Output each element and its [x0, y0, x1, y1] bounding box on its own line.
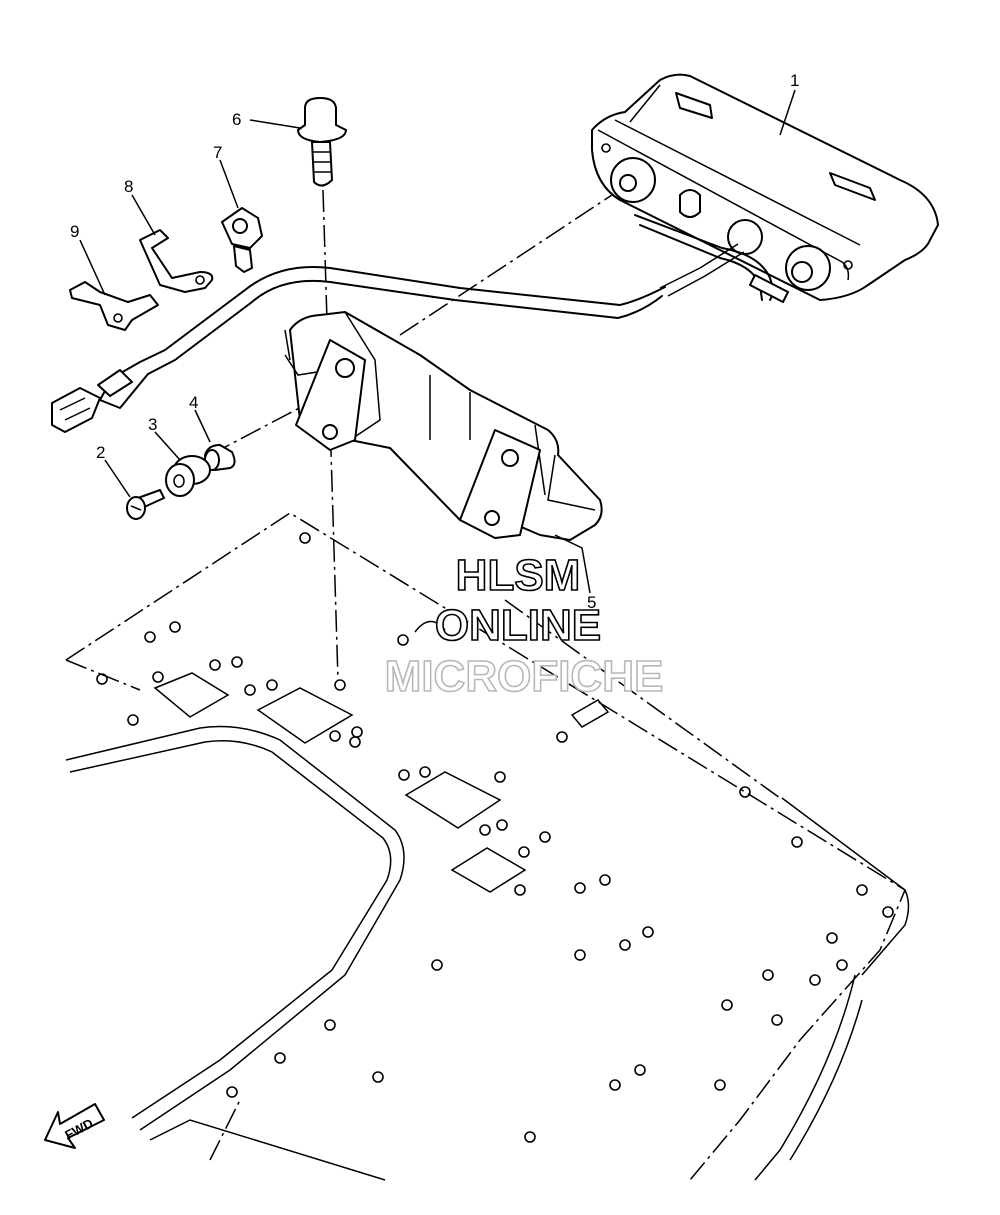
- callout-6: 6: [232, 110, 241, 129]
- callout-1: 1: [790, 71, 799, 90]
- callout-5: 5: [587, 593, 596, 612]
- bracket-plate: [139, 229, 214, 293]
- callout-9: 9: [70, 222, 79, 241]
- callout-8: 8: [124, 177, 133, 196]
- deck-panel: [65, 512, 910, 1181]
- callout-3: 3: [148, 415, 157, 434]
- callout-2: 2: [96, 443, 105, 462]
- watermark: HLSM ONLINE MICROFICHE: [384, 550, 664, 702]
- clamp: [69, 281, 159, 331]
- wire-clip: [221, 207, 263, 273]
- deck-holes: [96, 532, 894, 1143]
- watermark-line-3: MICROFICHE: [385, 652, 664, 701]
- tail-light: [591, 73, 939, 303]
- watermark-line-1: HLSM: [456, 551, 581, 600]
- callout-4: 4: [189, 393, 198, 412]
- forward-arrow-icon: FWD: [44, 1103, 105, 1149]
- wire-harness: [51, 265, 666, 433]
- bolt: [297, 97, 347, 187]
- screw: [126, 489, 165, 520]
- grommet: [165, 455, 211, 497]
- callout-labels: 1 2 3 4 5 6 7 8 9: [70, 71, 799, 612]
- bracket-housing: [284, 311, 603, 541]
- callout-7: 7: [213, 143, 222, 162]
- callout-leaders: [79, 89, 796, 594]
- watermark-line-2: ONLINE: [435, 601, 601, 650]
